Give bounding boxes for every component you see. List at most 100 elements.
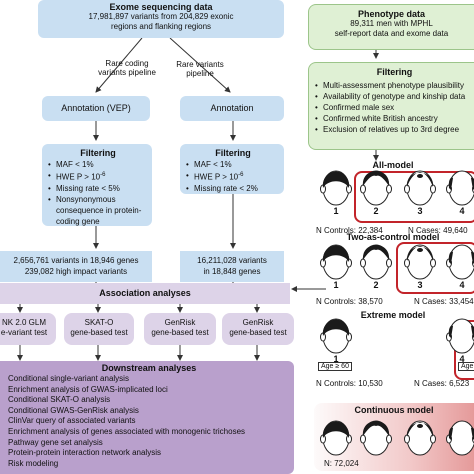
coding-pipeline-line2: variants pipeline — [98, 68, 156, 77]
result-right-line1: 16,211,028 variants — [197, 256, 267, 265]
extreme-num-4: 4 — [459, 354, 465, 364]
two-num-3: 3 — [417, 280, 423, 290]
filter-right-item: HWE P > 10-6 — [186, 170, 280, 183]
downstream-item: Enrichment analysis of genes associated … — [8, 426, 246, 436]
all-num-3: 3 — [417, 206, 423, 216]
annotation-label: Annotation — [210, 103, 254, 113]
arrow-exome-to-vep — [95, 37, 143, 93]
extreme-model-head-4 — [446, 318, 474, 354]
filter-left-box: Filtering MAF < 1% HWE P > 10-6 Missing … — [42, 144, 152, 226]
two-model-head-4 — [446, 244, 474, 280]
coding-pipeline-line1: Rare coding — [105, 59, 149, 68]
extreme-model-head-1 — [320, 318, 352, 354]
all-model-panel: All-model N Controls: 22,384 N Cases: 49… — [312, 160, 474, 248]
all-model-cases: N Cases: 49,640 — [408, 226, 468, 235]
filter-left-list: MAF < 1% HWE P > 10-6 Missing rate < 5% … — [48, 159, 148, 205]
two-model-head-2 — [360, 244, 392, 280]
filter-pheno-item: Confirmed male sex — [315, 102, 474, 113]
filter-pheno-item: Multi-assessment phenotype plausibility — [315, 80, 474, 91]
filter-pheno-item: Availability of genotype and kinship dat… — [315, 91, 474, 102]
continuous-model-n: N: 72,024 — [324, 459, 359, 468]
two-model-cases: N Cases: 33,454 — [414, 297, 474, 306]
result-right-line2: in 18,848 genes — [203, 267, 261, 276]
association-title: Association analyses — [99, 288, 191, 298]
two-model-panel: Two-as-control model N Controls: 38,570 … — [312, 232, 474, 306]
rare-pipeline-line1: Rare variants — [176, 60, 224, 69]
extreme-model-cases: N Cases: 6,523 — [414, 379, 470, 388]
phenotype-line1: 89,311 men with MPHL — [350, 19, 433, 28]
association-box: Association analyses — [0, 283, 290, 304]
continuous-model-head-1 — [320, 420, 352, 456]
rare-pipeline-label: Rare variants pipeline — [160, 60, 240, 78]
filter-left-item-cont1: consequence in protein- — [56, 205, 142, 215]
test-box-genrisk-2: GenRisk gene-based test — [222, 313, 294, 345]
test-box-glm: NK 2.0 GLM e-variant test — [0, 313, 56, 345]
filter-pheno-list: Multi-assessment phenotype plausibility … — [315, 80, 474, 135]
filter-left-item: Missing rate < 5% — [48, 183, 148, 194]
continuous-model-head-4 — [446, 420, 474, 456]
exome-line1: 17,981,897 variants from 204,829 exonic — [88, 12, 234, 21]
rare-pipeline-line2: pipeline — [186, 69, 214, 78]
two-model-head-3 — [404, 244, 436, 280]
two-model-head-1 — [320, 244, 352, 280]
all-model-title: All-model — [372, 160, 414, 170]
all-num-4: 4 — [459, 206, 465, 216]
result-left-line1: 2,656,761 variants in 18,946 genes — [13, 256, 139, 265]
filter-left-item: HWE P > 10-6 — [48, 170, 148, 183]
continuous-model-head-3 — [404, 420, 436, 456]
all-model-controls: N Controls: 22,384 — [316, 226, 383, 235]
filter-left-hwe-exp: -6 — [100, 172, 106, 178]
filter-pheno-item: Confirmed white British ancestry — [315, 113, 474, 124]
phenotype-box: Phenotype data 89,311 men with MPHL self… — [308, 4, 474, 50]
two-model-title: Two-as-control model — [346, 232, 440, 242]
filter-left-hwe: HWE P > 10 — [56, 172, 101, 182]
extreme-age-left: Age ≥ 60 — [318, 362, 352, 371]
filter-right-list: MAF < 1% HWE P > 10-6 Missing rate < 2% — [186, 159, 280, 194]
all-model-head-4 — [446, 170, 474, 206]
coding-pipeline-label: Rare coding variants pipeline — [82, 59, 172, 77]
result-right-box: 16,211,028 variants in 18,848 genes — [180, 251, 284, 282]
all-model-head-2 — [360, 170, 392, 206]
two-num-1: 1 — [333, 280, 339, 290]
extreme-age-right: Age — [458, 362, 474, 371]
filter-left-item-cont2: coding gene — [56, 216, 100, 226]
downstream-title: Downstream analyses — [101, 363, 197, 373]
all-num-2: 2 — [373, 206, 379, 216]
two-num-2: 2 — [373, 280, 379, 290]
continuous-model-title: Continuous model — [354, 405, 434, 415]
filter-left-item: MAF < 1% — [48, 159, 148, 170]
filter-left-item: Nonsynonymous — [48, 194, 148, 205]
filter-pheno-item: Exclusion of relatives up to 3rd degree — [315, 124, 474, 135]
extreme-model-controls: N Controls: 10,530 — [316, 379, 383, 388]
annotation-vep-box: Annotation (VEP) — [42, 96, 150, 121]
test-genrisk2-line2: gene-based test — [229, 328, 287, 337]
filter-right-box: Filtering MAF < 1% HWE P > 10-6 Missing … — [180, 144, 284, 194]
two-model-case-frame — [396, 242, 474, 294]
annotation-vep-label: Annotation (VEP) — [61, 103, 131, 113]
downstream-box: Downstream analyses Conditional single-v… — [0, 361, 294, 474]
test-genrisk1-line2: gene-based test — [151, 328, 209, 337]
phenotype-line2: self-report data and exome data — [334, 29, 449, 38]
exome-line2: regions and flanking regions — [110, 22, 212, 31]
filter-right-hwe: HWE P > 10 — [194, 172, 239, 182]
extreme-model-title: Extreme model — [360, 310, 426, 320]
phenotype-title: Phenotype data — [357, 9, 425, 19]
test-genrisk1-line1: GenRisk — [164, 318, 196, 327]
downstream-item: Pathway gene set analysis — [8, 437, 103, 447]
filter-right-item: MAF < 1% — [186, 159, 280, 170]
downstream-item: Risk modeling — [8, 458, 59, 468]
result-left-line2: 239,082 high impact variants — [24, 267, 128, 276]
all-model-case-frame — [354, 171, 474, 223]
test-skato-line2: gene-based test — [70, 328, 128, 337]
two-num-4: 4 — [459, 280, 465, 290]
filter-right-hwe-exp: -6 — [238, 172, 244, 178]
annotation-box: Annotation — [180, 96, 284, 121]
continuous-model-head-2 — [360, 420, 392, 456]
downstream-item: Conditional SKAT-O analysis — [8, 395, 111, 405]
test-glm-line2: e-variant test — [0, 328, 48, 337]
result-left-box: 2,656,761 variants in 18,946 genes 239,0… — [0, 251, 152, 282]
all-num-1: 1 — [333, 206, 339, 216]
extreme-num-1: 1 — [333, 354, 339, 364]
